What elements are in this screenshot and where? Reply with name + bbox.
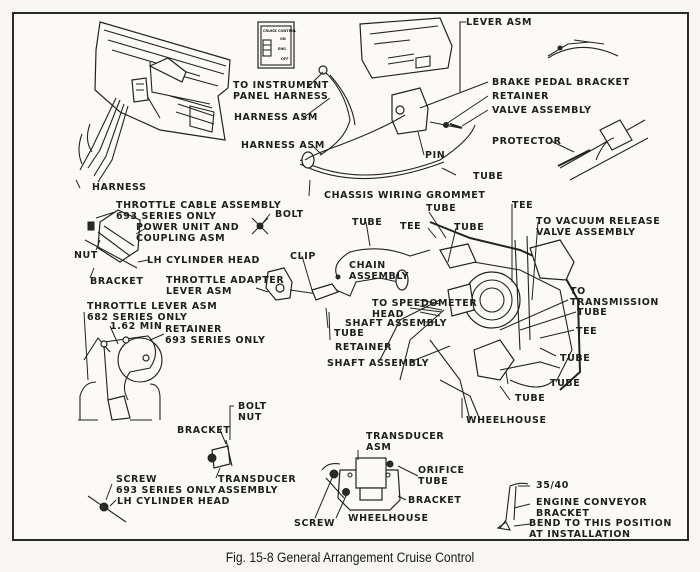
label-chain-assembly: CHAIN ASSEMBLY — [349, 260, 410, 282]
label-nut-left: NUT — [74, 250, 98, 261]
transducer-small-drawing — [87, 439, 233, 523]
harness-brake-drawing — [299, 17, 476, 180]
engine-assembly-drawing — [379, 221, 582, 421]
label-tube-6: TUBE — [550, 378, 581, 389]
label-retainer-mid: RETAINER — [335, 342, 392, 353]
conveyor-bracket-drawing — [496, 482, 529, 531]
label-tee-3: TEE — [576, 326, 598, 337]
label-lever-asm: LEVER ASM — [466, 17, 533, 28]
label-min-dimension: 1.62 MIN — [110, 321, 163, 332]
label-lh-cylinder-head-2: LH CYLINDER HEAD — [117, 496, 230, 507]
label-bolt-mid: BOLT — [275, 209, 304, 220]
label-throttle-lever-asm: THROTTLE LEVER ASM 682 SERIES ONLY — [87, 301, 218, 323]
switch-title: CRUISE CONTROL — [263, 29, 297, 33]
transducer-asm-drawing — [321, 457, 401, 511]
label-orifice-tube: ORIFICE TUBE — [418, 465, 465, 487]
label-tube-clip: TUBE — [334, 328, 365, 339]
label-retainer-top: RETAINER — [492, 91, 549, 102]
label-tee-2: TEE — [512, 200, 534, 211]
label-to-vacuum-release: TO VACUUM RELEASE VALVE ASSEMBLY — [536, 216, 661, 238]
label-tube-top: TUBE — [473, 171, 504, 182]
lever-sketch — [547, 39, 619, 59]
leader-lines — [75, 21, 577, 527]
label-pin: PIN — [425, 150, 446, 161]
label-tube-5: TUBE — [560, 353, 591, 364]
switch-on: ON — [280, 37, 286, 41]
label-throttle-adapter: THROTTLE ADAPTER LEVER ASM — [166, 275, 285, 297]
label-to-instrument-panel-harness: TO INSTRUMENT PANEL HARNESS — [233, 80, 329, 102]
label-harness-asm-1: HARNESS ASM — [234, 112, 318, 123]
label-nut-low: NUT — [238, 412, 262, 423]
label-bolt-low: BOLT — [238, 401, 267, 412]
throttle-lever-drawing — [78, 335, 163, 421]
label-transducer-asm: TRANSDUCER ASM — [366, 431, 445, 453]
switch-off: OFF — [281, 57, 289, 61]
label-brake-pedal-bracket: BRAKE PEDAL BRACKET — [492, 77, 630, 88]
cruise-switch-drawing: CRUISE CONTROL ON ENG OFF — [257, 21, 297, 69]
label-protector: PROTECTOR — [492, 136, 562, 147]
label-to-speedometer-head: TO SPEEDOMETER HEAD — [372, 298, 478, 320]
label-clip: CLIP — [290, 251, 316, 262]
label-harness: HARNESS — [92, 182, 147, 193]
figure-caption: Fig. 15-8 General Arrangement Cruise Con… — [225, 550, 475, 565]
power-unit-drawing — [84, 209, 269, 269]
label-harness-asm-2: HARNESS ASM — [241, 140, 325, 151]
label-bracket-left: BRACKET — [90, 276, 144, 287]
label-tube-3: TUBE — [454, 222, 485, 233]
label-valve-assembly: VALVE ASSEMBLY — [492, 105, 592, 116]
label-shaft-assembly-1: SHAFT ASSEMBLY — [345, 318, 448, 329]
label-shaft-assembly-2: SHAFT ASSEMBLY — [327, 358, 430, 369]
label-screw-693: SCREW 693 SERIES ONLY — [116, 474, 217, 496]
label-wheelhouse-2: WHEELHOUSE — [348, 513, 429, 524]
label-tube-7: TUBE — [515, 393, 546, 404]
label-wheelhouse-1: WHEELHOUSE — [466, 415, 547, 426]
label-tube-chain: TUBE — [352, 217, 383, 228]
label-bracket-low: BRACKET — [177, 425, 231, 436]
label-bend-note: BEND TO THIS POSITION AT INSTALLATION — [529, 518, 672, 540]
label-screw: SCREW — [294, 518, 336, 529]
label-to-transmission: TO TRANSMISSION — [570, 286, 659, 308]
label-chassis-wiring-grommet: CHASSIS WIRING GROMMET — [324, 190, 486, 201]
label-power-unit: POWER UNIT AND COUPLING ASM — [136, 222, 240, 244]
label-transducer-assembly: TRANSDUCER ASSEMBLY — [218, 474, 297, 496]
label-tube-2: TUBE — [426, 203, 457, 214]
switch-eng: ENG — [278, 47, 286, 51]
label-retainer-693: RETAINER 693 SERIES ONLY — [165, 324, 266, 346]
label-bracket-transducer: BRACKET — [408, 495, 462, 506]
label-tee-1: TEE — [400, 221, 422, 232]
protector-sketch — [557, 119, 649, 181]
throttle-adapter-drawing — [265, 248, 431, 301]
instrument-panel-drawing — [78, 21, 231, 183]
label-tube-4: TUBE — [577, 307, 608, 318]
label-angle: 35/40 — [536, 480, 569, 491]
label-engine-conveyor-bracket: ENGINE CONVEYOR BRACKET — [536, 497, 648, 519]
label-throttle-cable-assembly: THROTTLE CABLE ASSEMBLY 693 SERIES ONLY — [116, 200, 282, 222]
label-lh-cylinder-head-1: LH CYLINDER HEAD — [147, 255, 260, 266]
